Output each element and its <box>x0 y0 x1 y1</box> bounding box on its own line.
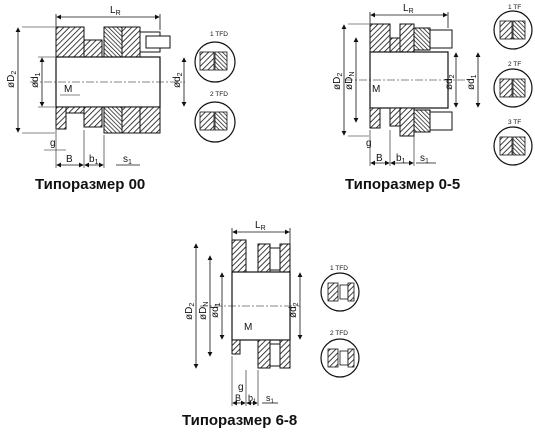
dim-d2-right-label-2: ød2 <box>444 74 456 90</box>
caption-size-00: Типоразмер 00 <box>35 176 146 193</box>
variant-1tfd-label: 1 TFD <box>210 31 228 38</box>
caption-size-0-5: Типоразмер 0-5 <box>345 176 461 193</box>
dim-d2-label-3: øD2 <box>184 303 196 320</box>
dim-b-label-2: B <box>376 153 383 164</box>
variant-3tf-label: 3 TF <box>508 119 521 126</box>
dim-b-label-3: B <box>235 393 241 403</box>
dim-d2-label: øD2 <box>6 71 18 88</box>
dim-g-label-2: g <box>366 138 372 149</box>
dim-lr-label-2: LR <box>403 3 414 15</box>
dim-d2-right-label: ød2 <box>172 72 184 88</box>
dim-b1-label-3: b1 <box>248 393 257 405</box>
variant-1tf-label: 1 TF <box>508 4 521 11</box>
dim-b1-label-2: b1 <box>396 153 406 165</box>
dim-m-label-3: M <box>244 322 252 333</box>
dim-s1-label-2: s1 <box>420 153 429 165</box>
dim-d2-label-2: øD2 <box>332 73 344 90</box>
dim-g-label: g <box>50 138 56 149</box>
dim-dn-label-2: øDN <box>344 72 356 90</box>
caption-size-6-8: Типоразмер 6-8 <box>182 412 298 429</box>
dim-d1-right-label-2: ød1 <box>466 74 478 90</box>
figure-size-6-8: LR øD2 øDN ød1 ød2 M g B b1 s1 1 TFD <box>184 220 360 406</box>
figure-size-0-5: LR øD2 øDN ød2 ød1 M g B b1 s1 1 TF <box>332 3 533 166</box>
dim-lr-label: LR <box>110 5 121 17</box>
dim-lr-label-3: LR <box>255 220 266 232</box>
dim-d1-label: ød1 <box>30 72 42 88</box>
dim-b-label: B <box>66 154 73 165</box>
dim-g-label-3: g <box>238 382 244 393</box>
dim-s1-label: s1 <box>123 154 132 166</box>
variant-2tfd-label: 2 TFD <box>210 91 228 98</box>
dim-d1-label-3: ød1 <box>210 302 222 318</box>
dim-m-label: M <box>64 84 72 95</box>
dim-s1-label-3: s1 <box>266 393 275 405</box>
variant-2tf-label: 2 TF <box>508 61 521 68</box>
variant-1tfd-label-3: 1 TFD <box>330 265 348 272</box>
dim-m-label-2: M <box>372 84 380 95</box>
dim-b1-label: b1 <box>89 154 99 166</box>
figure-size-00: LR øD2 ød1 ød2 M g <box>6 5 236 168</box>
dim-d2-right-label-3: ød2 <box>288 302 300 318</box>
variant-2tfd-label-3: 2 TFD <box>330 330 348 337</box>
dim-dn-label-3: øDN <box>198 302 210 320</box>
